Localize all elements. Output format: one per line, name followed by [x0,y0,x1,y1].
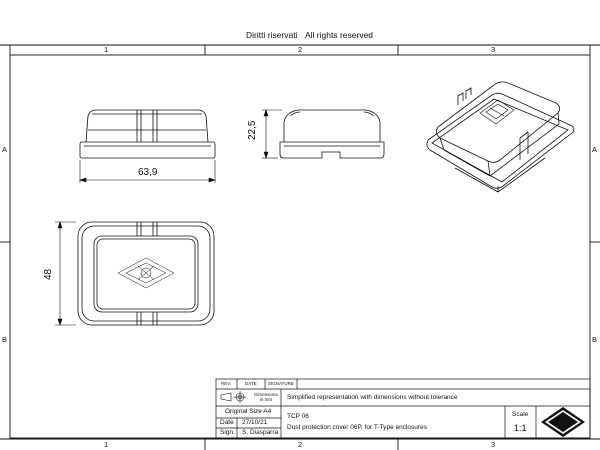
column-label-1-top: 1 [104,45,109,54]
sign-field-label: Sign. [220,429,235,436]
date-value: 27/10/21 [242,419,268,426]
ilme-logo [541,407,585,437]
depth-dimension-value: 48 [43,268,54,280]
iso-logo-emblem [479,99,515,125]
date-header-label: DATE [245,381,257,386]
scale-label: Scale [512,411,529,418]
scale-value: 1:1 [514,423,527,433]
projection-symbol [220,391,246,403]
height-dimension-value: 22,5 [247,120,258,140]
rights-reserved-en: All rights reserved [305,30,374,40]
front-view [79,109,216,159]
row-label-a-right: A [592,145,598,154]
row-label-a-left: A [2,145,8,154]
top-view [77,221,215,326]
tolerance-note: Simplified representation with dimension… [287,394,458,401]
width-dimension-value: 63,9 [138,167,158,178]
dimensions-note: Dimensions in mm [254,392,278,403]
title-block-grid [215,378,591,439]
column-label-1-bottom: 1 [104,440,109,449]
column-label-2-bottom: 2 [298,440,303,449]
top-logo-emblem [117,257,175,289]
depth-dimension [55,221,76,326]
part-description: Dust protection cover 06P, for T-Type en… [287,424,427,431]
sign-value: S. Diasparra [242,429,279,436]
side-view [279,109,385,159]
column-label-2-top: 2 [298,45,303,54]
row-label-b-right: B [592,335,598,344]
part-code: TCP 06 [287,413,309,420]
height-dimension [262,109,282,159]
date-field-label: Date [220,419,234,426]
rights-reserved-it: Diritti riservati [246,30,298,40]
signature-label: SIGNATURE [268,381,294,386]
rev-label: REV. [221,381,232,386]
isometric-view [426,81,575,193]
column-label-3-top: 3 [491,45,496,54]
column-label-3-bottom: 3 [491,440,496,449]
width-dimension [79,160,216,183]
row-label-b-left: B [2,335,8,344]
original-size-label: Original Size A4 [225,408,272,415]
